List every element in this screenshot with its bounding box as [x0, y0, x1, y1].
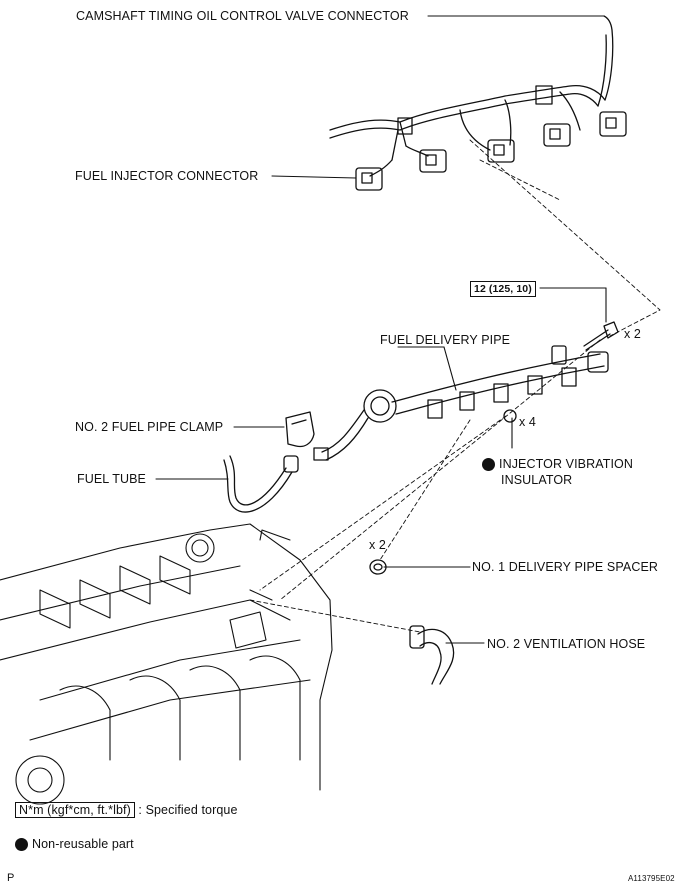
fuel-pipe-clamp: [285, 411, 315, 448]
figure-id: A113795E02: [628, 874, 675, 883]
torque-legend-desc: : Specified torque: [138, 803, 238, 817]
injector-vibration-insulator-label-line2: INSULATOR: [501, 473, 573, 487]
bolt-qty-label: x 2: [624, 327, 641, 341]
mount-bolts: [583, 321, 619, 351]
torque-spec-label: 12 (125, 10): [470, 281, 536, 297]
fuel-pipe-clamp-label: NO. 2 FUEL PIPE CLAMP: [75, 420, 224, 434]
ventilation-hose-label: NO. 2 VENTILATION HOSE: [487, 637, 646, 651]
ventilation-hose: [409, 625, 455, 685]
fuel-delivery-pipe-label: FUEL DELIVERY PIPE: [380, 333, 511, 347]
torque-legend-box: N*m (kgf*cm, ft.*lbf): [15, 802, 135, 818]
fuel-injector-connector-label: FUEL INJECTOR CONNECTOR: [75, 169, 259, 183]
non-reusable-dot-icon: [482, 458, 495, 472]
leader-lines: [155, 15, 607, 644]
insulator-qty-label: x 4: [519, 415, 536, 429]
torque-legend: N*m (kgf*cm, ft.*lbf) : Specified torque: [15, 802, 238, 818]
wire-harness: [329, 15, 614, 177]
delivery-pipe-spacer-label: NO. 1 DELIVERY PIPE SPACER: [472, 560, 659, 574]
fuel-tube: [223, 455, 299, 513]
delivery-pipe-spacer: [369, 559, 387, 575]
camshaft-connector-label: CAMSHAFT TIMING OIL CONTROL VALVE CONNEC…: [76, 9, 409, 23]
footer-left-mark: P: [7, 872, 15, 884]
engine-block: [0, 523, 333, 805]
non-reusable-legend: Non-reusable part: [15, 837, 134, 852]
spacer-qty-label: x 2: [369, 538, 386, 552]
alignment-dashes: [249, 139, 661, 633]
fuel-tube-label: FUEL TUBE: [77, 472, 146, 486]
non-reusable-legend-icon: [15, 838, 28, 852]
injector-vibration-insulator-label: INJECTOR VIBRATION: [482, 457, 633, 472]
fuel-delivery-pipe: [313, 345, 609, 461]
harness-connectors: [355, 111, 627, 191]
